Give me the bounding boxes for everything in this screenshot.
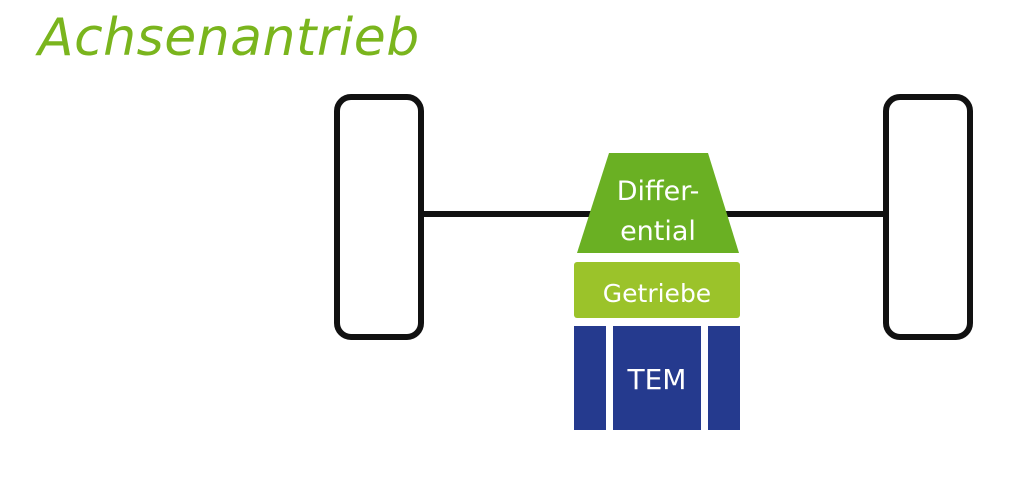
tem-center-segment [613, 326, 701, 430]
tem-label: TEM [627, 363, 687, 396]
left-wheel [334, 94, 424, 340]
getriebe-label: Getriebe [603, 279, 711, 308]
getriebe-block [574, 262, 740, 318]
tem-left-segment [574, 326, 606, 430]
right-wheel [883, 94, 973, 340]
differential-label-line1: Differ- [617, 176, 700, 207]
differential-label-line2: ential [620, 216, 696, 247]
tem-right-segment [708, 326, 740, 430]
differential-block [577, 153, 739, 253]
page-title: Achsenantrieb [38, 8, 420, 68]
